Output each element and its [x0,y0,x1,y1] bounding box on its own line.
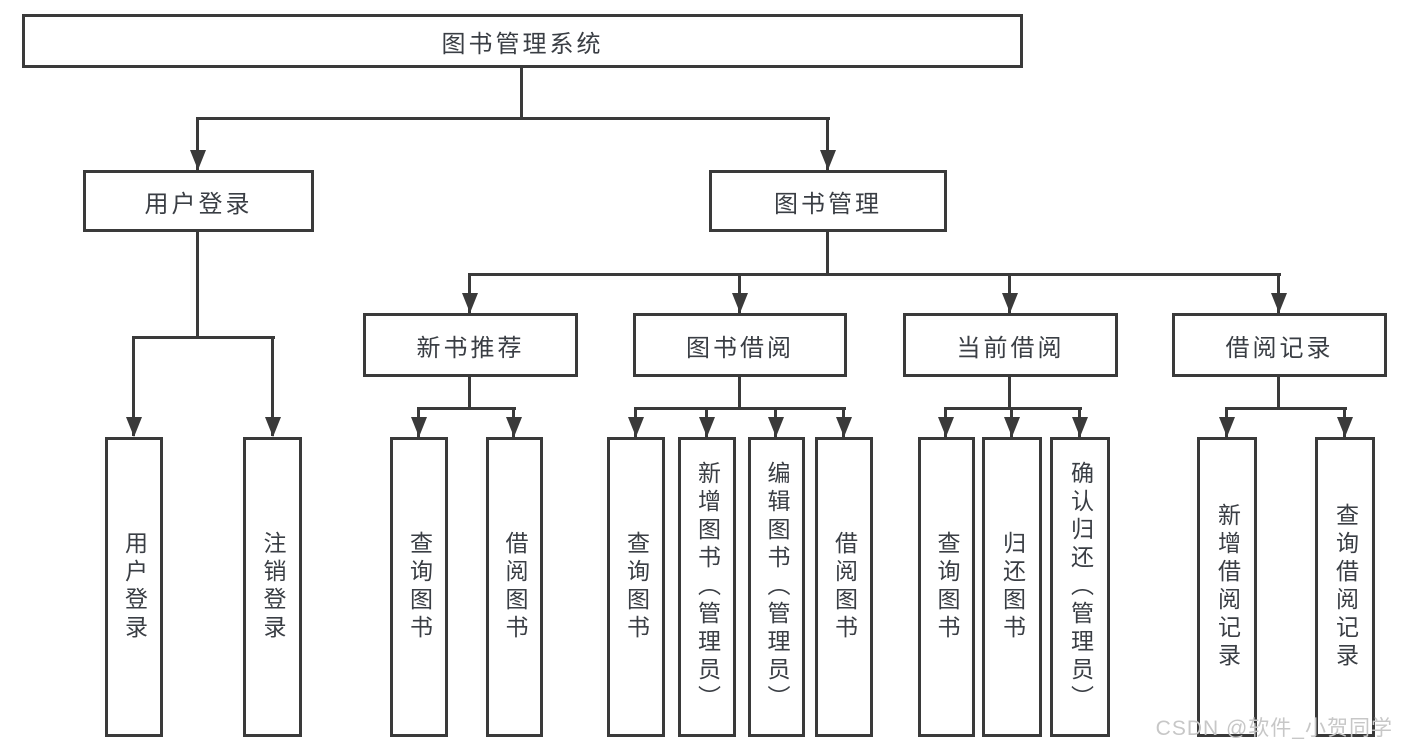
node-current-borrowing: 当前借阅 [903,313,1118,377]
node-label: 查询图书 [623,531,650,643]
arrow-down-icon [265,417,281,437]
connector-line [634,407,846,410]
leaf-nbr-borrow-books: 借阅图书 [486,437,543,737]
arrow-down-icon [938,417,954,437]
connector-line [1225,407,1347,410]
node-label: 图书借阅 [686,334,794,362]
node-label: 借阅图书 [502,531,528,643]
connector-line [197,117,830,120]
node-user-login: 用户登录 [83,170,314,232]
leaf-br-add-record: 新增借阅记录 [1197,437,1257,737]
leaf-cb-confirm-return-admin: 确认归还（管理员） [1050,437,1110,737]
node-book-borrowing: 图书借阅 [633,313,847,377]
connector-line [196,232,199,336]
leaf-cb-return-books: 归还图书 [982,437,1042,737]
leaf-bb-add-books-admin: 新增图书（管理员） [678,437,736,737]
csdn-watermark: CSDN @软件_小贺同学 [1155,717,1393,740]
node-label: 借阅图书 [831,531,858,643]
arrow-down-icon [699,417,715,437]
arrow-down-icon [126,417,142,437]
arrow-down-icon [506,417,522,437]
arrow-down-icon [732,293,748,313]
node-label: 新增借阅记录 [1214,503,1241,671]
connector-line [826,232,829,273]
node-label: 用户登录 [144,190,253,218]
leaf-bb-query-books: 查询图书 [607,437,665,737]
node-label: 借阅记录 [1225,334,1334,362]
connector-line [132,336,135,436]
connector-line [1277,377,1280,407]
arrow-down-icon [628,417,644,437]
node-label: 查询借阅记录 [1332,503,1359,671]
leaf-bb-edit-books-admin: 编辑图书（管理员） [748,437,805,737]
connector-line [468,273,1281,276]
arrow-down-icon [1271,293,1287,313]
node-label: 图书管理系统 [441,30,604,58]
node-label: 图书管理 [774,190,882,218]
connector-line [132,336,275,339]
leaf-user-login: 用户登录 [105,437,163,737]
leaf-nbr-query-books: 查询图书 [390,437,448,737]
connector-line [1008,377,1011,407]
node-label: 归还图书 [999,531,1026,643]
node-book-management: 图书管理 [709,170,947,232]
leaf-bb-borrow-books: 借阅图书 [815,437,873,737]
arrow-down-icon [462,293,478,313]
leaf-cb-query-books: 查询图书 [918,437,975,737]
arrow-down-icon [1072,417,1088,437]
node-library-system: 图书管理系统 [22,14,1023,68]
connector-line [271,336,274,436]
arrow-down-icon [190,150,206,170]
connector-line [417,407,516,410]
connector-line [468,377,471,407]
connector-line [520,68,523,117]
node-new-book-recommend: 新书推荐 [363,313,578,377]
node-label: 新书推荐 [416,334,525,362]
arrow-down-icon [411,417,427,437]
node-label: 编辑图书（管理员） [764,461,790,713]
node-label: 确认归还（管理员） [1067,461,1094,713]
connector-line [944,407,1082,410]
connector-line [738,377,741,407]
arrow-down-icon [1002,293,1018,313]
node-borrowing-records: 借阅记录 [1172,313,1387,377]
connector-line [826,117,829,170]
node-label: 新增图书（管理员） [694,461,721,713]
leaf-br-query-record: 查询借阅记录 [1315,437,1375,737]
leaf-logout-login: 注销登录 [243,437,302,737]
node-label: 注销登录 [260,531,286,643]
arrow-down-icon [1219,417,1235,437]
node-label: 查询图书 [406,531,433,643]
arrow-down-icon [1004,417,1020,437]
arrow-down-icon [768,417,784,437]
node-label: 查询图书 [934,531,960,643]
connector-line [196,117,199,170]
node-label: 当前借阅 [956,334,1065,362]
arrow-down-icon [820,150,836,170]
node-label: 用户登录 [121,531,148,643]
arrow-down-icon [1337,417,1353,437]
arrow-down-icon [836,417,852,437]
